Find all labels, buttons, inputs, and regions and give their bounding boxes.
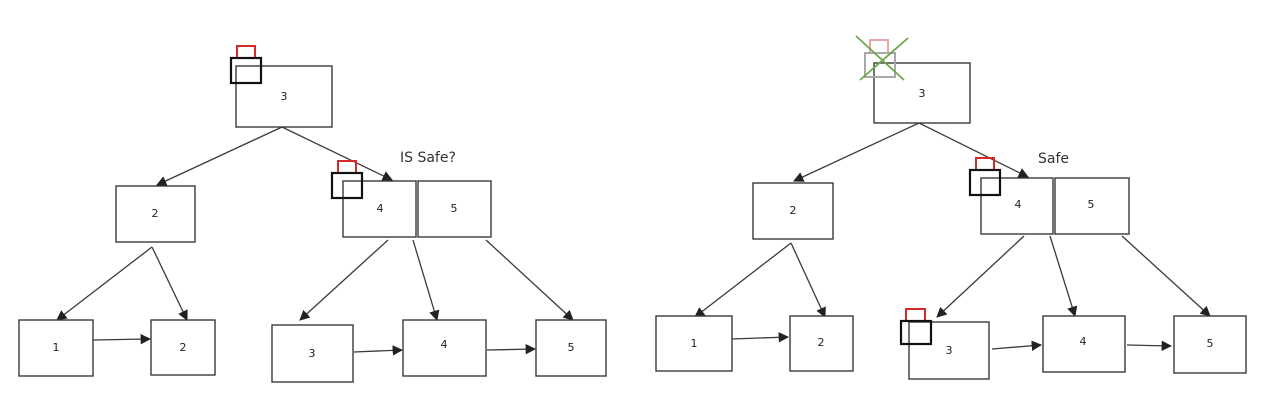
- leaf-key: 5: [568, 341, 575, 354]
- lock-icon: [899, 308, 933, 346]
- edge-node-2-to-leaf-1: [694, 242, 792, 318]
- is-safe-annotation: IS Safe?: [400, 150, 456, 166]
- edge-root-to-node-4-5: [918, 122, 1029, 178]
- leaf-node-3: 3: [271, 324, 354, 383]
- leaf-key: 2: [818, 336, 825, 349]
- sibling-pointer-3-4: [353, 345, 404, 356]
- node-key: 5: [451, 202, 458, 215]
- root-node: 3: [235, 65, 333, 128]
- sibling-pointer-3-4: [991, 340, 1043, 351]
- internal-node-2: 2: [752, 182, 834, 240]
- lock-icon: [330, 160, 364, 200]
- sibling-pointer-4-5: [486, 343, 537, 355]
- internal-node-4-5: 4 5: [342, 180, 492, 238]
- leaf-key: 1: [53, 341, 60, 354]
- leaf-key: 2: [180, 341, 187, 354]
- internal-node-4-5: 4 5: [980, 177, 1130, 235]
- leaf-node-5: 5: [535, 319, 607, 377]
- edge-node-2-to-leaf-2: [790, 242, 826, 318]
- edge-root-to-node-2: [156, 126, 283, 186]
- leaf-node-1: 1: [18, 319, 94, 377]
- edge-node-2-to-leaf-1: [56, 246, 153, 321]
- edge-root-to-node-2: [793, 122, 920, 182]
- leaf-node-2: 2: [789, 315, 854, 372]
- edge-node-2-to-leaf-2: [151, 246, 188, 321]
- leaf-node-5: 5: [1173, 315, 1247, 374]
- edge-root-to-node-4-5: [281, 126, 393, 181]
- leaf-node-4: 4: [402, 319, 487, 377]
- sibling-pointer-1-2: [92, 333, 152, 345]
- leaf-node-2: 2: [150, 319, 216, 376]
- leaf-node-1: 1: [655, 315, 733, 372]
- sibling-pointer-1-2: [731, 332, 790, 343]
- lock-icon: [968, 157, 1002, 197]
- safe-annotation: Safe: [1038, 151, 1069, 167]
- leaf-node-4: 4: [1042, 315, 1126, 373]
- left-diagram: 3 2 4 5 1 2 3 4: [18, 45, 607, 383]
- leaf-key: 4: [441, 338, 448, 351]
- node-key: 4: [1015, 198, 1022, 211]
- released-lock-icon: [855, 35, 909, 81]
- edge-node-5-to-leaf-5: [485, 239, 574, 321]
- node-key: 5: [1088, 198, 1095, 211]
- edge-node-4-to-leaf-3: [299, 239, 389, 321]
- lock-icon: [229, 45, 263, 85]
- edge-node-5-to-leaf-5: [1121, 235, 1211, 317]
- sibling-pointer-4-5: [1126, 340, 1173, 351]
- node-key: 2: [790, 204, 797, 217]
- node-key: 4: [377, 202, 384, 215]
- edge-node-4-to-leaf-3: [936, 235, 1025, 318]
- leaf-key: 3: [309, 347, 316, 360]
- leaf-node-3: 3: [908, 321, 990, 380]
- edge-node-4-to-leaf-4: [412, 239, 440, 321]
- edge-node-4-to-leaf-4: [1049, 235, 1078, 317]
- leaf-key: 5: [1207, 337, 1214, 350]
- leaf-key: 4: [1080, 335, 1087, 348]
- node-key: 2: [152, 207, 159, 220]
- right-diagram: 3 2 4 5 1 2 3 4: [655, 35, 1247, 380]
- internal-node-2: 2: [115, 185, 196, 243]
- root-key: 3: [281, 90, 288, 103]
- root-key: 3: [919, 87, 926, 100]
- root-node: 3: [873, 62, 971, 124]
- leaf-key: 3: [946, 344, 953, 357]
- leaf-key: 1: [691, 337, 698, 350]
